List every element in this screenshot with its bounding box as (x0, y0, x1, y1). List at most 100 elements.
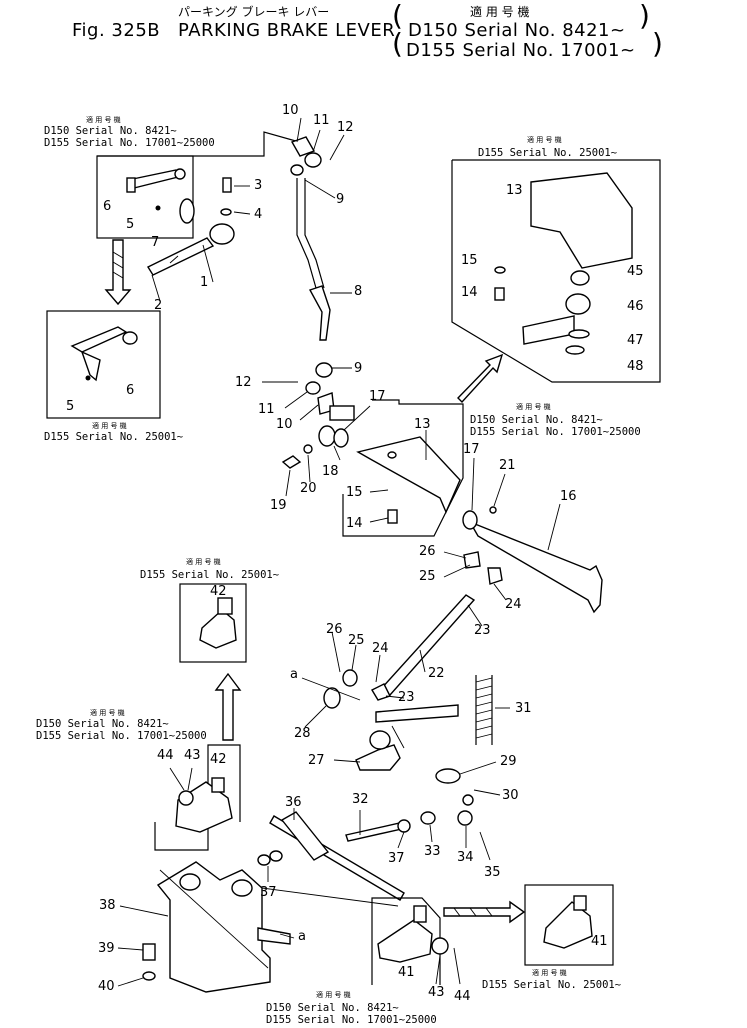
part-number: 15 (346, 485, 363, 500)
callout-2-jp: 適 用 号 機 (92, 422, 127, 430)
header-serial-d150: D150 Serial No. 8421~ (408, 20, 626, 41)
part-number: 13 (414, 417, 431, 432)
part-number: 37 (260, 885, 277, 900)
part-number: 13 (506, 183, 523, 198)
lever-27 (355, 725, 461, 784)
box-center (342, 399, 464, 537)
rod-16 (462, 506, 603, 614)
callout-5-line1: D150 Serial No. 8421~ (36, 718, 169, 730)
box-lower-center (371, 897, 449, 985)
callout-5-jp: 適 用 号 機 (90, 709, 125, 717)
callout-3-line1: D150 Serial No. 8421~ (470, 414, 603, 426)
part-number: 24 (505, 597, 522, 612)
part-number: 41 (591, 934, 608, 949)
open-paren-2: ( (392, 27, 403, 60)
shaft-36 (269, 811, 405, 901)
box-mid-left (46, 310, 161, 419)
part-number: 12 (235, 375, 252, 390)
part-number: 42 (210, 752, 227, 767)
part-number: 5 (126, 217, 135, 232)
callout-4-jp: 適 用 号 機 (186, 558, 221, 566)
part-number: 19 (270, 498, 287, 513)
part-number: 4 (254, 207, 263, 222)
box-lower-right (524, 884, 614, 966)
part-number: 24 (372, 641, 389, 656)
part-number: 25 (419, 569, 436, 584)
part-number: 39 (98, 941, 115, 956)
part-number: 5 (66, 399, 75, 414)
japanese-title: パーキング ブレーキ レバー (178, 5, 330, 19)
close-paren-2: ) (652, 27, 663, 60)
part-number: 23 (474, 623, 491, 638)
bolt-39-40 (142, 943, 156, 981)
part-number: 21 (499, 458, 516, 473)
part-number: 15 (461, 253, 478, 268)
part-number: 43 (428, 985, 445, 1000)
label-a-lower: a (298, 929, 306, 944)
callout-3-jp: 適 用 号 機 (516, 403, 551, 411)
callout-6-line1: D155 Serial No. 25001~ (482, 979, 622, 991)
part-number: 1 (200, 275, 209, 290)
lever-assembly-top (146, 177, 235, 276)
part-number: 8 (354, 284, 363, 299)
part-number: 33 (424, 844, 441, 859)
callout-0-line2: D155 Serial No. 17001~25000 (44, 137, 215, 149)
part-number: 35 (484, 865, 501, 880)
part-number: 3 (254, 178, 263, 193)
callout-7-line2: D155 Serial No. 17001~25000 (266, 1014, 437, 1026)
part-number: 45 (627, 264, 644, 279)
part-number: 38 (99, 898, 116, 913)
part-number: 16 (560, 489, 577, 504)
part-number: 41 (398, 965, 415, 980)
part-number: 9 (354, 361, 363, 376)
part-number: 36 (285, 795, 302, 810)
part-number: 23 (398, 690, 415, 705)
part-number: 11 (313, 113, 330, 128)
callout-2-line1: D155 Serial No. 25001~ (44, 431, 184, 443)
part-number: 29 (500, 754, 517, 769)
callout-5-line2: D155 Serial No. 17001~25000 (36, 730, 207, 742)
part-number: 17 (369, 389, 386, 404)
part-number: 42 (210, 584, 227, 599)
arrow-down-left (104, 239, 132, 306)
callout-3-line2: D155 Serial No. 17001~25000 (470, 426, 641, 438)
part-number: 12 (337, 120, 354, 135)
callout-0-line1: D150 Serial No. 8421~ (44, 125, 177, 137)
part-number: 9 (336, 192, 345, 207)
part-number: 7 (151, 235, 160, 250)
part-number: 10 (282, 103, 299, 118)
arrow-up-lower (214, 672, 242, 741)
label-a-upper: a (290, 667, 298, 682)
callout-6-jp: 適 用 号 機 (532, 969, 567, 977)
part-number: 6 (126, 383, 135, 398)
part-number: 46 (627, 299, 644, 314)
rod-8 (290, 136, 355, 421)
part-number: 14 (346, 516, 363, 531)
bolt-32 (345, 794, 474, 842)
arrow-right-lower (443, 900, 526, 924)
rod-22 (323, 551, 503, 709)
part-number: 18 (322, 464, 339, 479)
spring-31 (375, 675, 493, 745)
part-number: 20 (300, 481, 317, 496)
figure-number: Fig. 325B (72, 20, 161, 41)
part-number: 2 (154, 298, 163, 313)
part-number: 40 (98, 979, 115, 994)
part-number: 10 (276, 417, 293, 432)
part-number: 27 (308, 753, 325, 768)
part-number: 31 (515, 701, 532, 716)
callout-1-jp: 適 用 号 機 (527, 136, 562, 144)
part-number: 11 (258, 402, 275, 417)
header-serial-d155: D155 Serial No. 17001~ (406, 40, 636, 61)
callout-4-line1: D155 Serial No. 25001~ (140, 569, 280, 581)
callout-0-jp: 適 用 号 機 (86, 116, 121, 124)
bracket-38 (156, 861, 399, 993)
part-number: 28 (294, 726, 311, 741)
part-number: 44 (157, 748, 174, 763)
box-top-left (96, 131, 311, 239)
part-number: 25 (348, 633, 365, 648)
part-number: 34 (457, 850, 474, 865)
part-number: 48 (627, 359, 644, 374)
